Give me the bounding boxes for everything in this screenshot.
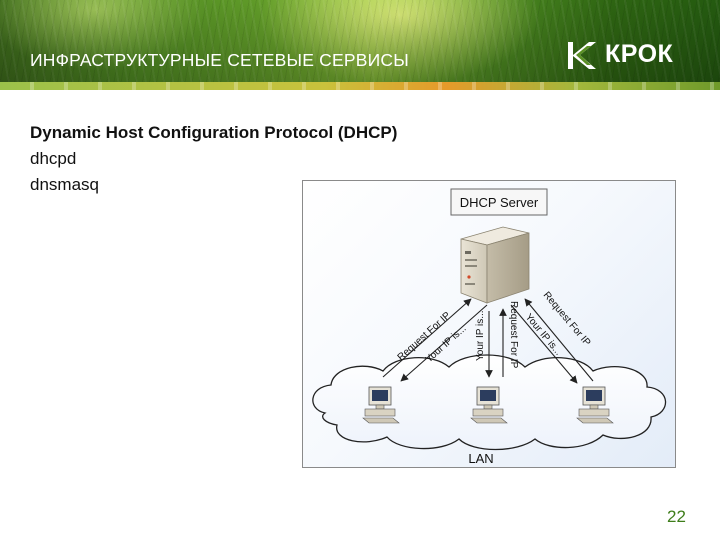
header-shade [0,0,720,90]
server-label: DHCP Server [460,195,539,210]
middle-request-label: Request For IP [508,301,519,369]
computer-icon [362,386,400,424]
header-stripe [0,82,720,90]
dhcp-diagram: DHCP Server Request For I [302,180,676,468]
computer-icon [470,386,508,424]
right-response-label: Your IP is... [523,312,564,358]
middle-response-label: Your IP is... [475,310,486,361]
right-response-arrow [510,304,578,384]
page-number: 22 [667,507,686,526]
dhcp-diagram-svg: DHCP Server Request For I [312,188,667,466]
slide-title: ИНФРАСТРУКТУРНЫЕ СЕТЕВЫЕ СЕРВИСЫ [30,50,409,70]
protocol-heading: Dynamic Host Configuration Protocol (DHC… [30,123,398,142]
server-label-box: DHCP Server [450,188,548,216]
computer-icon [576,386,614,424]
slide-header: ИНФРАСТРУКТУРНЫЕ СЕТЕВЫЕ СЕРВИСЫ КРОК [0,0,720,90]
list-item-dnsmasq: dnsmasq [30,175,99,194]
krok-logo-mark-icon [568,42,596,69]
header-background-texture [0,0,720,90]
slide-body: Dynamic Host Configuration Protocol (DHC… [30,120,397,198]
left-response-arrow [400,304,488,382]
left-request-arrow [382,298,472,378]
server-tower-icon [460,226,530,304]
lan-label: LAN [468,451,493,466]
list-item-dhcpd: dhcpd [30,149,77,168]
logo-text: КРОК [605,40,674,68]
right-request-arrow [524,298,594,382]
krok-logo: КРОК [565,38,695,74]
request-arrows [382,298,594,384]
